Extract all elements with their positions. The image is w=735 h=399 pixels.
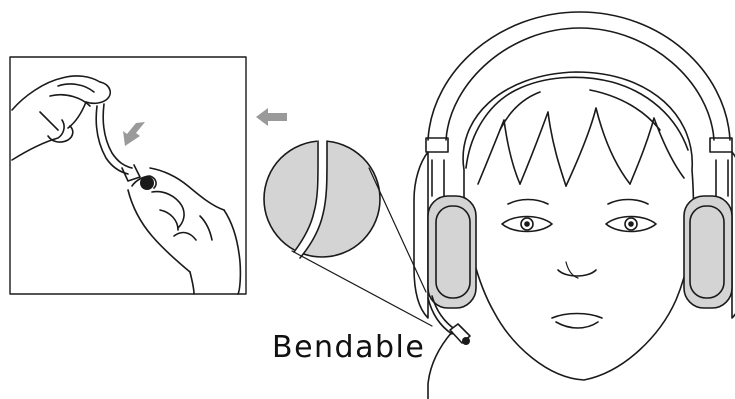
bendable-label: Bendable <box>272 330 425 365</box>
left-ear-cup <box>414 152 476 318</box>
inset-frame <box>10 57 246 294</box>
right-eye <box>606 217 656 232</box>
right-ear-cup <box>684 152 735 318</box>
cable <box>428 332 452 399</box>
head-figure <box>414 12 735 399</box>
magnifier <box>264 141 432 326</box>
diagonal-arrow-icon <box>123 122 145 146</box>
left-eyebrow <box>508 200 548 205</box>
mouth <box>552 314 602 329</box>
left-arrow-icon <box>256 108 287 126</box>
nose <box>558 270 596 276</box>
right-eyebrow <box>608 200 648 205</box>
left-eye <box>502 217 552 232</box>
face-outline <box>463 72 693 380</box>
inset-panel <box>10 57 246 294</box>
